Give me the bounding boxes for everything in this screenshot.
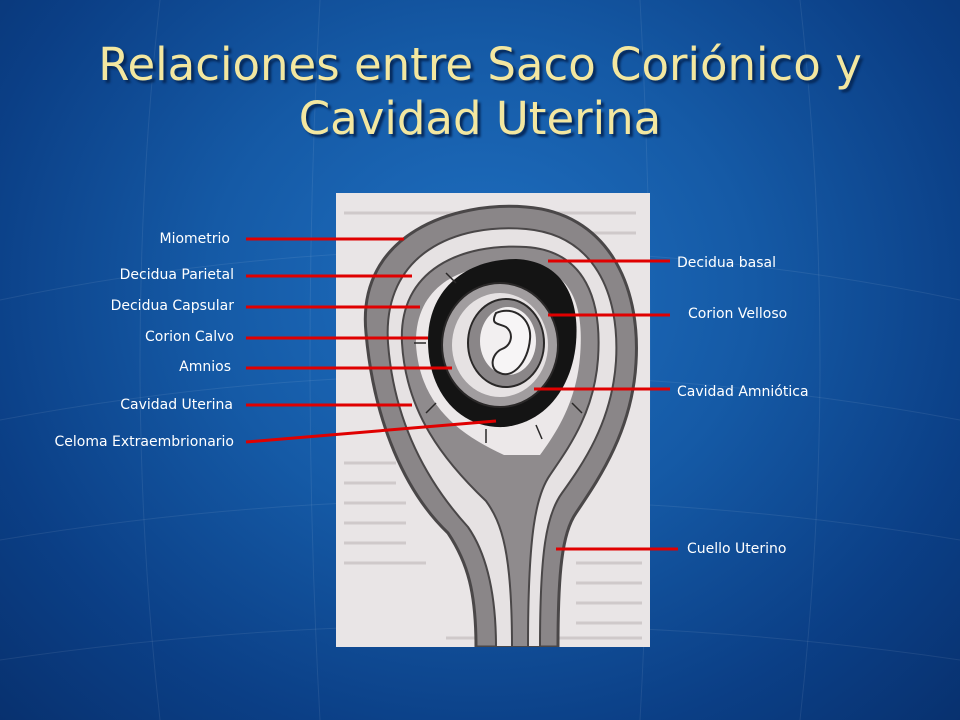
title-line-2: Cavidad Uterina <box>298 92 662 145</box>
label-decidua-capsular: Decidua Capsular <box>110 298 234 314</box>
label-corion-calvo: Corion Calvo <box>145 329 234 345</box>
label-cavidad-amniotica: Cavidad Amniótica <box>677 384 809 400</box>
embryo-shape <box>491 309 532 376</box>
label-cavidad-uterina: Cavidad Uterina <box>120 397 233 413</box>
slide-title: Relaciones entre Saco Coriónico y Cavida… <box>20 38 940 146</box>
label-corion-velloso: Corion Velloso <box>688 306 788 322</box>
title-line-1: Relaciones entre Saco Coriónico y <box>98 38 862 91</box>
label-amnios: Amnios <box>179 359 231 375</box>
label-decidua-parietal: Decidua Parietal <box>119 267 234 283</box>
label-celoma-extraembrionario: Celoma Extraembrionario <box>54 434 234 450</box>
label-cuello-uterino: Cuello Uterino <box>687 541 787 557</box>
label-decidua-basal: Decidua basal <box>677 255 776 271</box>
label-miometrio: Miometrio <box>159 231 231 247</box>
uterus-diagram <box>336 193 650 647</box>
